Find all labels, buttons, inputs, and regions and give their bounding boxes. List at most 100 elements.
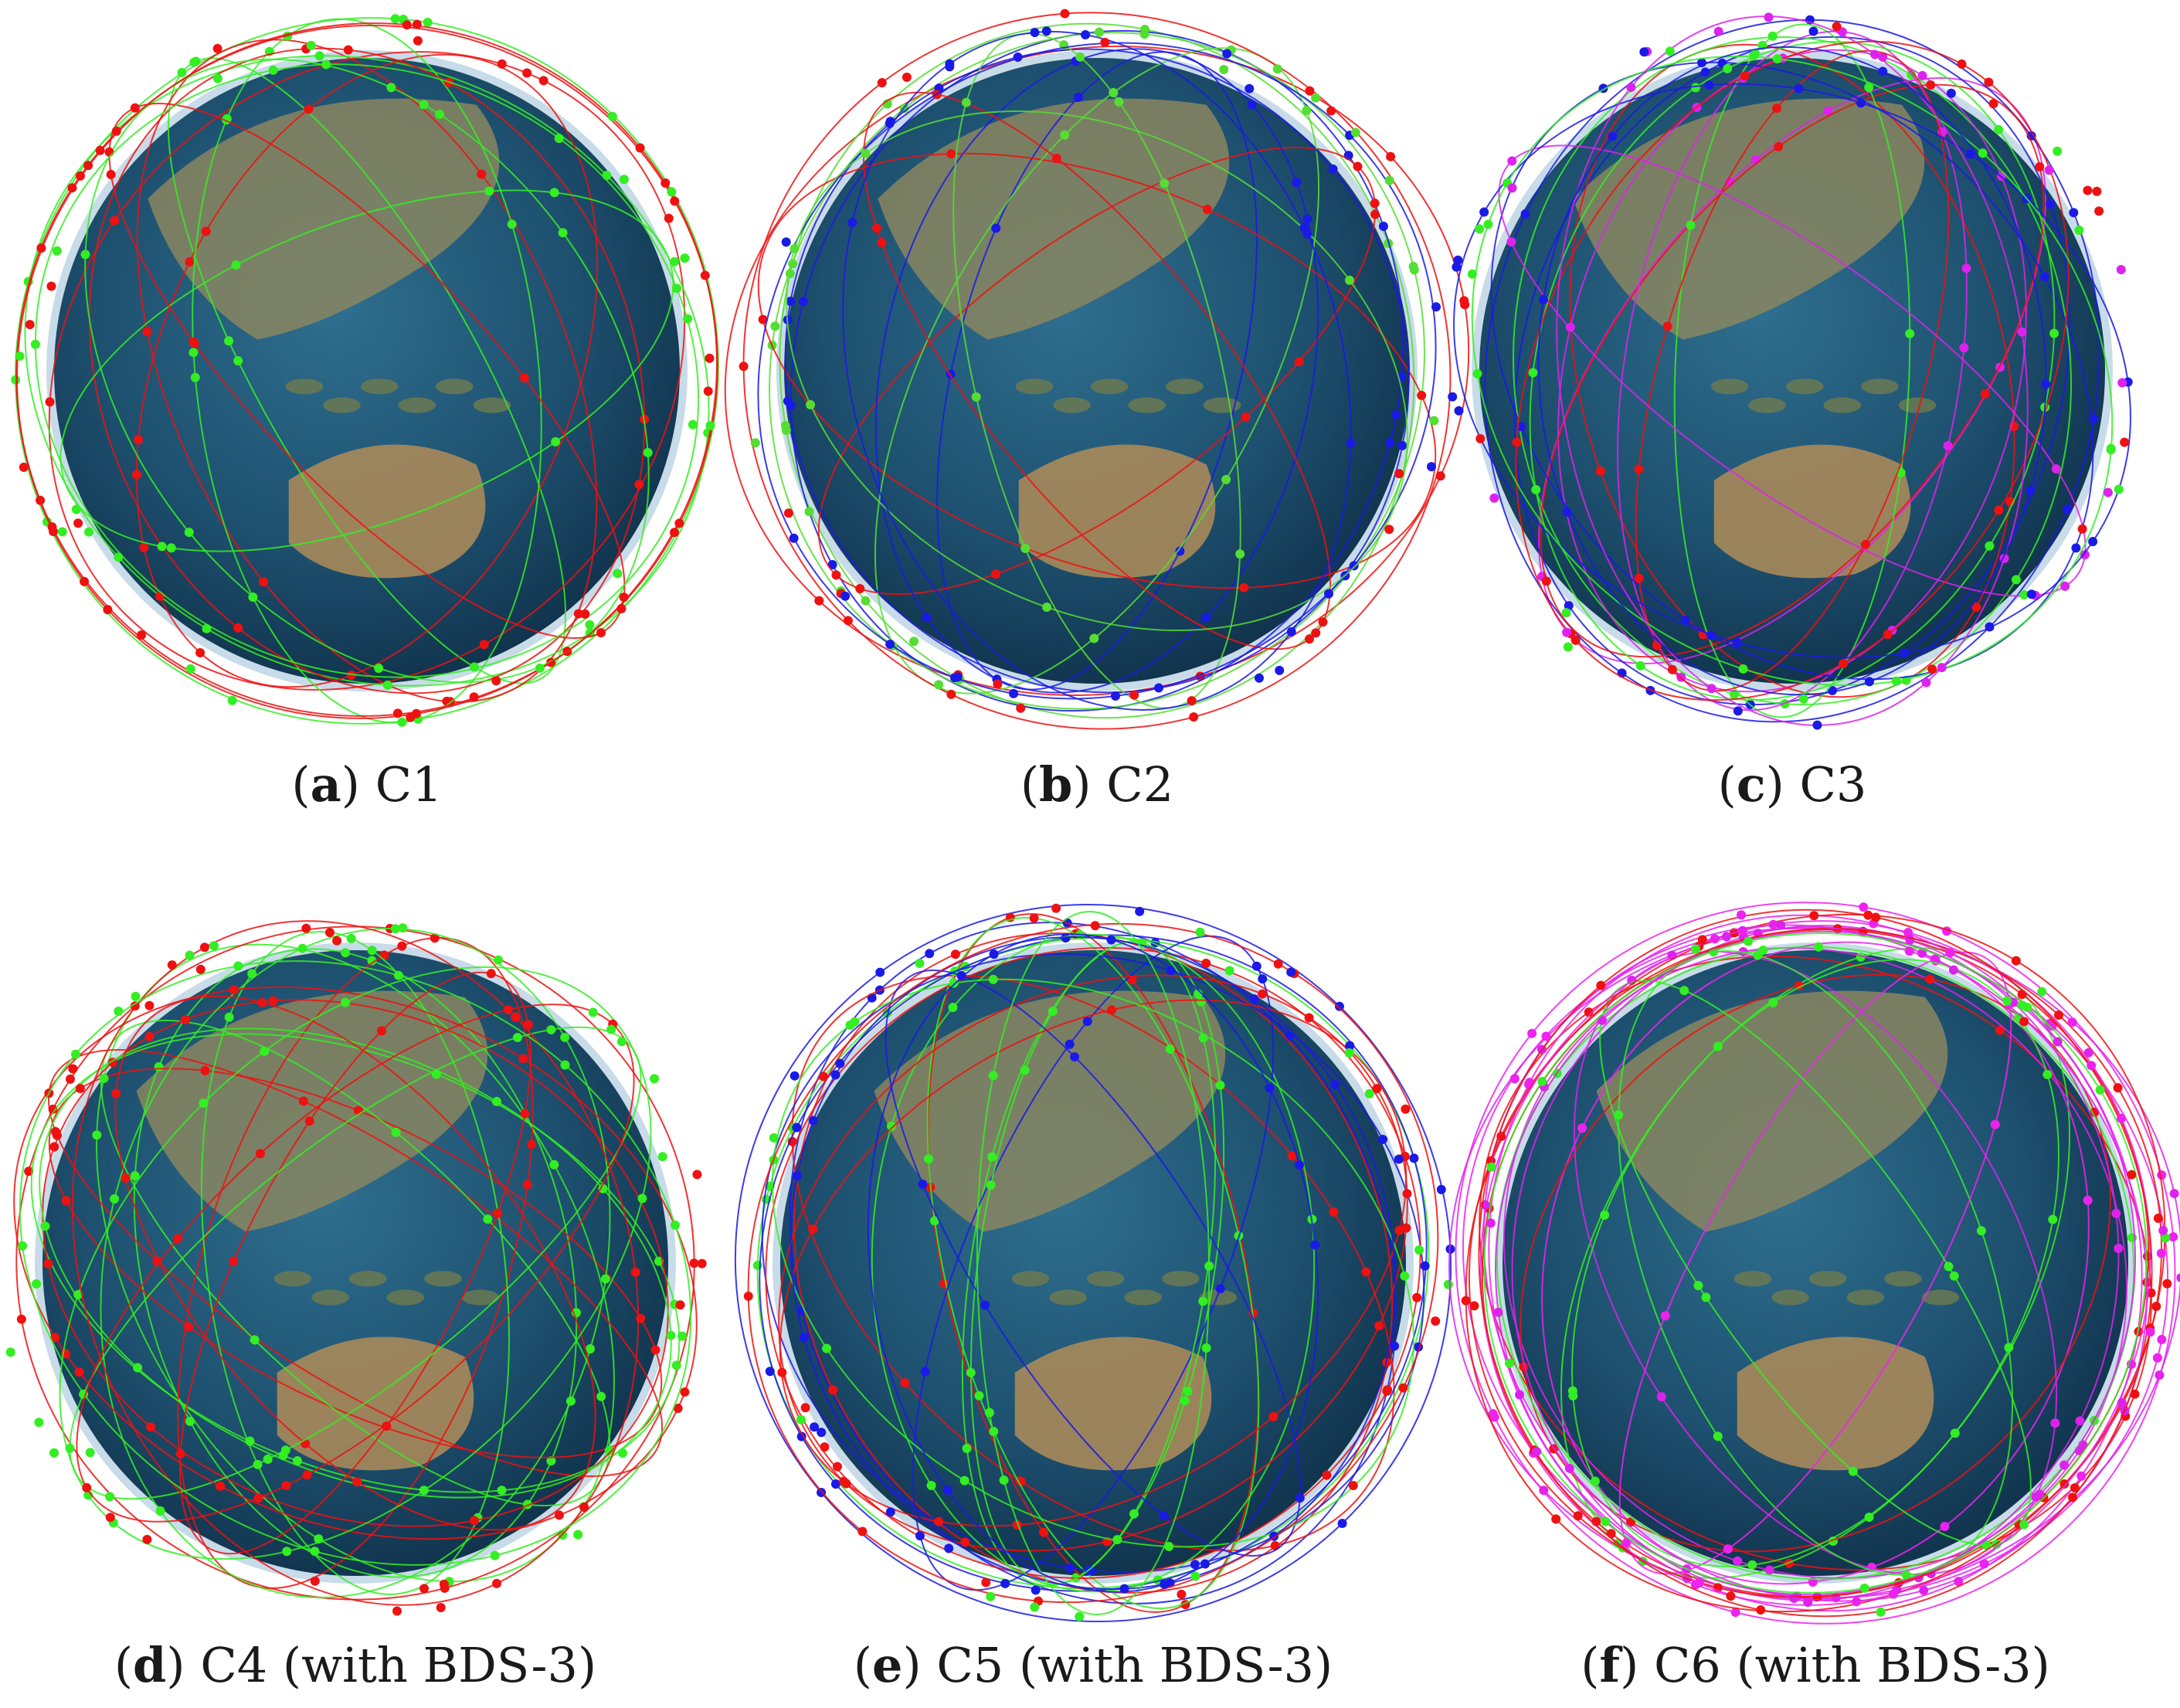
satellite-dot (2075, 1416, 2085, 1426)
satellite-dot (1400, 1271, 1410, 1281)
satellite-dot (1454, 406, 1464, 416)
satellite-orbits (724, 8, 1470, 730)
satellite-dot (2048, 1214, 2058, 1224)
satellite-dot (390, 924, 400, 934)
satellite-dot (1859, 1583, 1869, 1593)
satellite-dot (374, 664, 384, 674)
caption-f: (f) C6 (with BDS-3) (1581, 1637, 2050, 1693)
satellite-dot (1946, 88, 1956, 98)
satellite-dot (30, 339, 40, 349)
satellite-dot (671, 1220, 681, 1230)
satellite-dot (948, 1003, 958, 1013)
satellite-dot (671, 1360, 681, 1370)
satellite-dot (1164, 1541, 1174, 1551)
orbit (976, 911, 1214, 1615)
satellite-dot (1295, 1493, 1305, 1503)
orbit-path (59, 189, 674, 552)
satellite-dot (2074, 226, 2084, 235)
satellite-dot (1000, 1578, 1010, 1588)
satellite-dot (503, 1005, 513, 1015)
satellite-dot (1460, 300, 1470, 310)
satellite-dot (137, 630, 147, 640)
satellite-dot (758, 314, 768, 324)
satellite-dot (830, 1070, 840, 1080)
satellite-dot (783, 396, 793, 406)
satellite-dot (1479, 207, 1489, 217)
satellite-dot (2127, 1170, 2137, 1180)
island (398, 397, 436, 413)
island (1898, 397, 1937, 413)
satellite-dot (770, 321, 780, 331)
orbit-path (179, 971, 531, 1555)
orbit (59, 186, 674, 553)
satellite-dot (2114, 484, 2124, 494)
satellite-dot (1443, 1279, 1453, 1289)
satellite-dot (855, 584, 865, 594)
satellite-dot (1187, 696, 1197, 706)
satellite-dot (827, 559, 837, 569)
satellite-dot (1520, 209, 1530, 219)
satellite-dot (1562, 627, 1572, 637)
satellite-dot (1738, 664, 1748, 674)
satellite-dot (224, 1012, 234, 1022)
satellite-dot (886, 1121, 896, 1131)
satellite-dot (598, 1183, 608, 1194)
satellite-dot (199, 942, 209, 952)
satellite-dot (1074, 92, 1084, 102)
satellite-dot (1175, 546, 1185, 556)
satellite-dot (1600, 1210, 1610, 1220)
island (1785, 379, 1824, 395)
satellite-dot (1532, 1447, 1542, 1456)
orbit (867, 933, 1320, 1593)
satellite-dot (1328, 164, 1338, 174)
satellite-dot (1561, 608, 1571, 618)
orbit-path (761, 952, 1425, 1574)
satellite-dot (1153, 683, 1163, 693)
satellite-dot (2169, 1189, 2179, 1199)
island (1011, 1271, 1050, 1287)
satellite-dot (1859, 902, 1869, 912)
satellite-dot (491, 1578, 501, 1588)
satellite-dot (1204, 1261, 1214, 1271)
satellite-dot (436, 1603, 446, 1612)
satellite-dot (1697, 935, 1707, 945)
satellite-dot (1876, 1607, 1886, 1617)
satellite-dot (2153, 1214, 2163, 1223)
satellite-dot (398, 923, 408, 933)
orbit-path (757, 152, 1437, 589)
satellite-dot (188, 348, 199, 358)
satellite-dot (1541, 576, 1551, 586)
satellite-dot (944, 1543, 954, 1553)
satellite-dot (282, 1547, 292, 1557)
satellite-dot (518, 1054, 528, 1064)
satellite-dot (1273, 959, 1283, 969)
satellite-dot (2046, 199, 2056, 209)
satellite-dot (988, 1071, 998, 1081)
satellite-dot (166, 543, 176, 553)
satellite-dot (1723, 63, 1733, 73)
satellite-dot (580, 609, 590, 619)
satellite-dot (1943, 441, 1953, 451)
satellite-dot (667, 187, 677, 197)
satellite-dot (650, 1345, 660, 1355)
island (1015, 379, 1054, 395)
satellite-dot (493, 1208, 503, 1218)
satellite-dot (1596, 980, 1606, 990)
orbit (1511, 925, 2124, 1601)
satellite-dot (750, 438, 760, 448)
orbit (1556, 15, 2029, 726)
satellite-dot (1860, 539, 1870, 549)
island (1086, 1271, 1125, 1287)
satellite-dot (1680, 615, 1690, 625)
asia-landmass (878, 98, 1230, 340)
orbit-path (1618, 951, 2012, 1575)
orbit (885, 969, 1305, 1557)
satellite-dot (607, 111, 617, 121)
orbit (1634, 49, 1950, 692)
satellite-dot (522, 1180, 532, 1190)
satellite-dot (1452, 262, 1462, 272)
satellite-dot (1453, 255, 1463, 265)
satellite-dot (1980, 389, 1990, 399)
satellite-dot (841, 1479, 851, 1489)
satellite-dot (280, 1445, 290, 1455)
